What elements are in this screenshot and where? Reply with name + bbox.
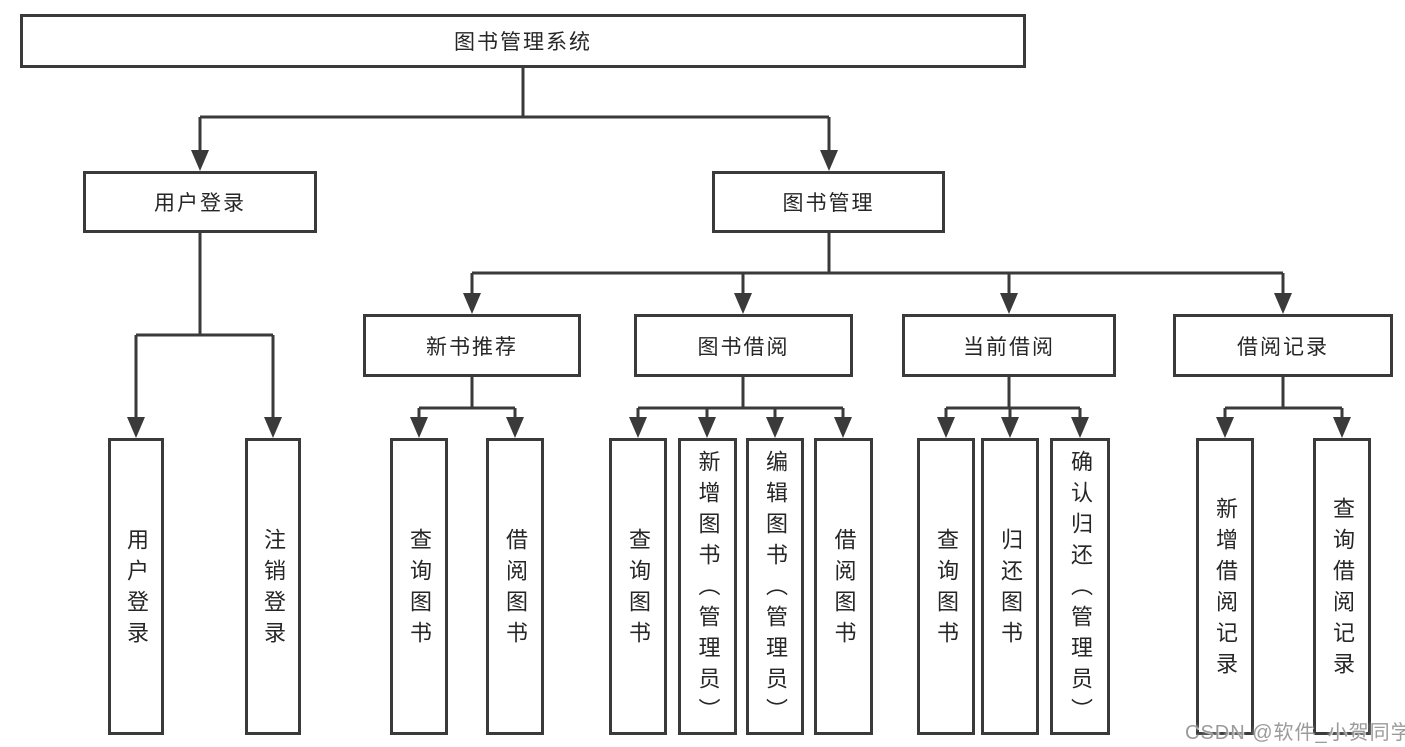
- leaf-confirm-return-admin: 确认归还（管理员）: [1050, 438, 1110, 735]
- arrow-down-icon: [766, 417, 784, 438]
- arrow-down-icon: [1000, 293, 1018, 314]
- connector-group3-children: [944, 377, 1082, 421]
- arrow-down-icon: [820, 150, 838, 171]
- arrow-down-icon: [1071, 417, 1089, 438]
- leaf-logout-login: 注销登录: [245, 438, 301, 735]
- node-user-login: 用户登录: [83, 171, 317, 233]
- leaf-query-borrow-record: 查询借阅记录: [1313, 438, 1371, 735]
- arrow-down-icon: [264, 417, 282, 438]
- leaf-borrow-books: 借阅图书: [814, 438, 873, 735]
- node-book-management: 图书管理: [712, 171, 945, 233]
- arrow-down-icon: [1001, 417, 1019, 438]
- leaf-query-books-current: 查询图书: [917, 438, 975, 735]
- leaf-query-books-borrowing: 查询图书: [609, 438, 667, 735]
- node-library-system: 图书管理系统: [20, 14, 1026, 68]
- connector-login-children: [134, 233, 275, 420]
- arrow-down-icon: [191, 150, 209, 171]
- connector-group4-children: [1223, 377, 1344, 421]
- connector-root-to-level2: [198, 68, 831, 153]
- arrow-down-icon: [698, 417, 716, 438]
- csdn-watermark: CSDN @软件_小贺同学: [1185, 722, 1405, 744]
- arrow-down-icon: [410, 417, 428, 438]
- leaf-add-books-admin: 新增图书（管理员）: [678, 438, 737, 735]
- leaf-user-login: 用户登录: [108, 438, 164, 735]
- node-borrowing-records: 借阅记录: [1173, 314, 1393, 377]
- arrow-down-icon: [127, 417, 145, 438]
- node-book-borrowing: 图书借阅: [634, 314, 853, 377]
- arrow-down-icon: [1216, 417, 1234, 438]
- leaf-add-borrow-record: 新增借阅记录: [1196, 438, 1254, 735]
- node-new-book-recommendation: 新书推荐: [363, 314, 581, 377]
- leaf-borrow-books-recommend: 借阅图书: [486, 438, 544, 735]
- arrow-down-icon: [506, 417, 524, 438]
- arrow-down-icon: [629, 417, 647, 438]
- node-current-borrowing: 当前借阅: [902, 314, 1116, 377]
- leaf-query-books-recommend: 查询图书: [390, 438, 448, 735]
- connector-management-children: [470, 233, 1285, 296]
- leaf-return-books: 归还图书: [981, 438, 1039, 735]
- arrow-down-icon: [734, 293, 752, 314]
- arrow-down-icon: [1333, 417, 1351, 438]
- connector-group1-children: [417, 377, 517, 421]
- arrow-down-icon: [937, 417, 955, 438]
- arrow-down-icon: [834, 417, 852, 438]
- arrow-down-icon: [463, 293, 481, 314]
- connector-group2-children: [636, 377, 845, 421]
- arrow-down-icon: [1274, 293, 1292, 314]
- leaf-edit-books-admin: 编辑图书（管理员）: [746, 438, 804, 735]
